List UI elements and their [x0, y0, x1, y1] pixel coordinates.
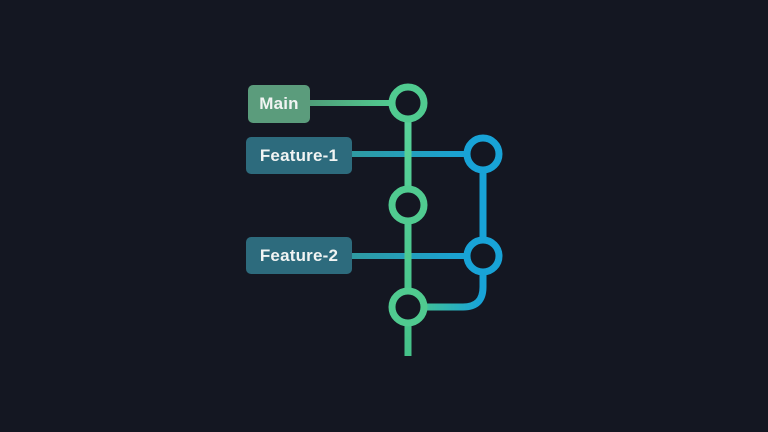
branch-label-feature-1: Feature-1 [246, 137, 352, 174]
branch-label-feature-1-text: Feature-1 [259, 145, 339, 165]
branch-label-main: Main [248, 85, 310, 123]
branch-label-feature-2: Feature-2 [246, 237, 352, 274]
commit-node-main-2 [388, 185, 428, 225]
branch-label-feature-2-text: Feature-2 [259, 245, 339, 265]
commit-node-feature-2 [463, 236, 503, 276]
branch-label-main-text: Main [259, 94, 299, 113]
commit-node-feature-1 [463, 134, 503, 174]
commit-node-main-1 [388, 83, 428, 123]
commit-node-main-3-merge [388, 287, 428, 327]
feature-merge-curve [424, 266, 487, 311]
